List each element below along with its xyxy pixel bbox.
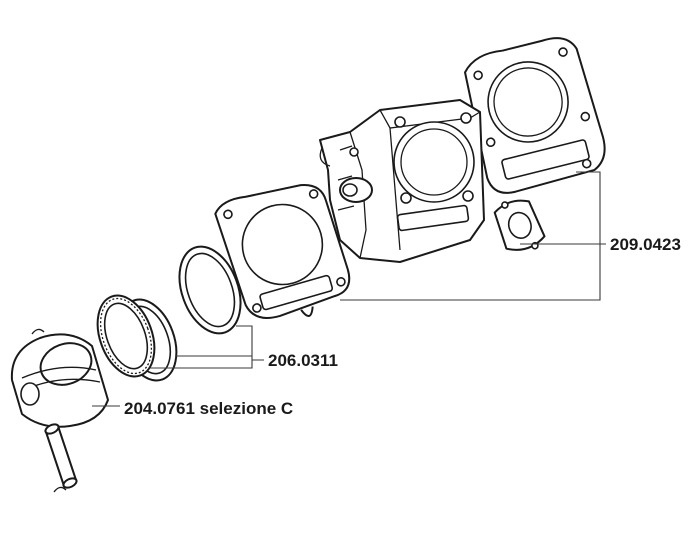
circlip-top: [31, 328, 45, 335]
piston-ring-oil: [96, 294, 156, 378]
label-piston-rings: 206.0311: [268, 351, 338, 370]
piston: [10, 333, 109, 428]
label-piston: 204.0761 selezione C: [124, 399, 293, 418]
label-gasket-kit: 209.0423: [610, 235, 681, 254]
base-gasket: [214, 184, 351, 319]
leader-lines: [92, 171, 606, 407]
piston-pin: [44, 423, 78, 489]
piston-ring-top: [178, 245, 242, 335]
circlip-bottom: [53, 486, 67, 493]
head-gasket: [464, 37, 606, 194]
cylinder: [319, 99, 485, 263]
exhaust-gasket: [493, 199, 546, 251]
